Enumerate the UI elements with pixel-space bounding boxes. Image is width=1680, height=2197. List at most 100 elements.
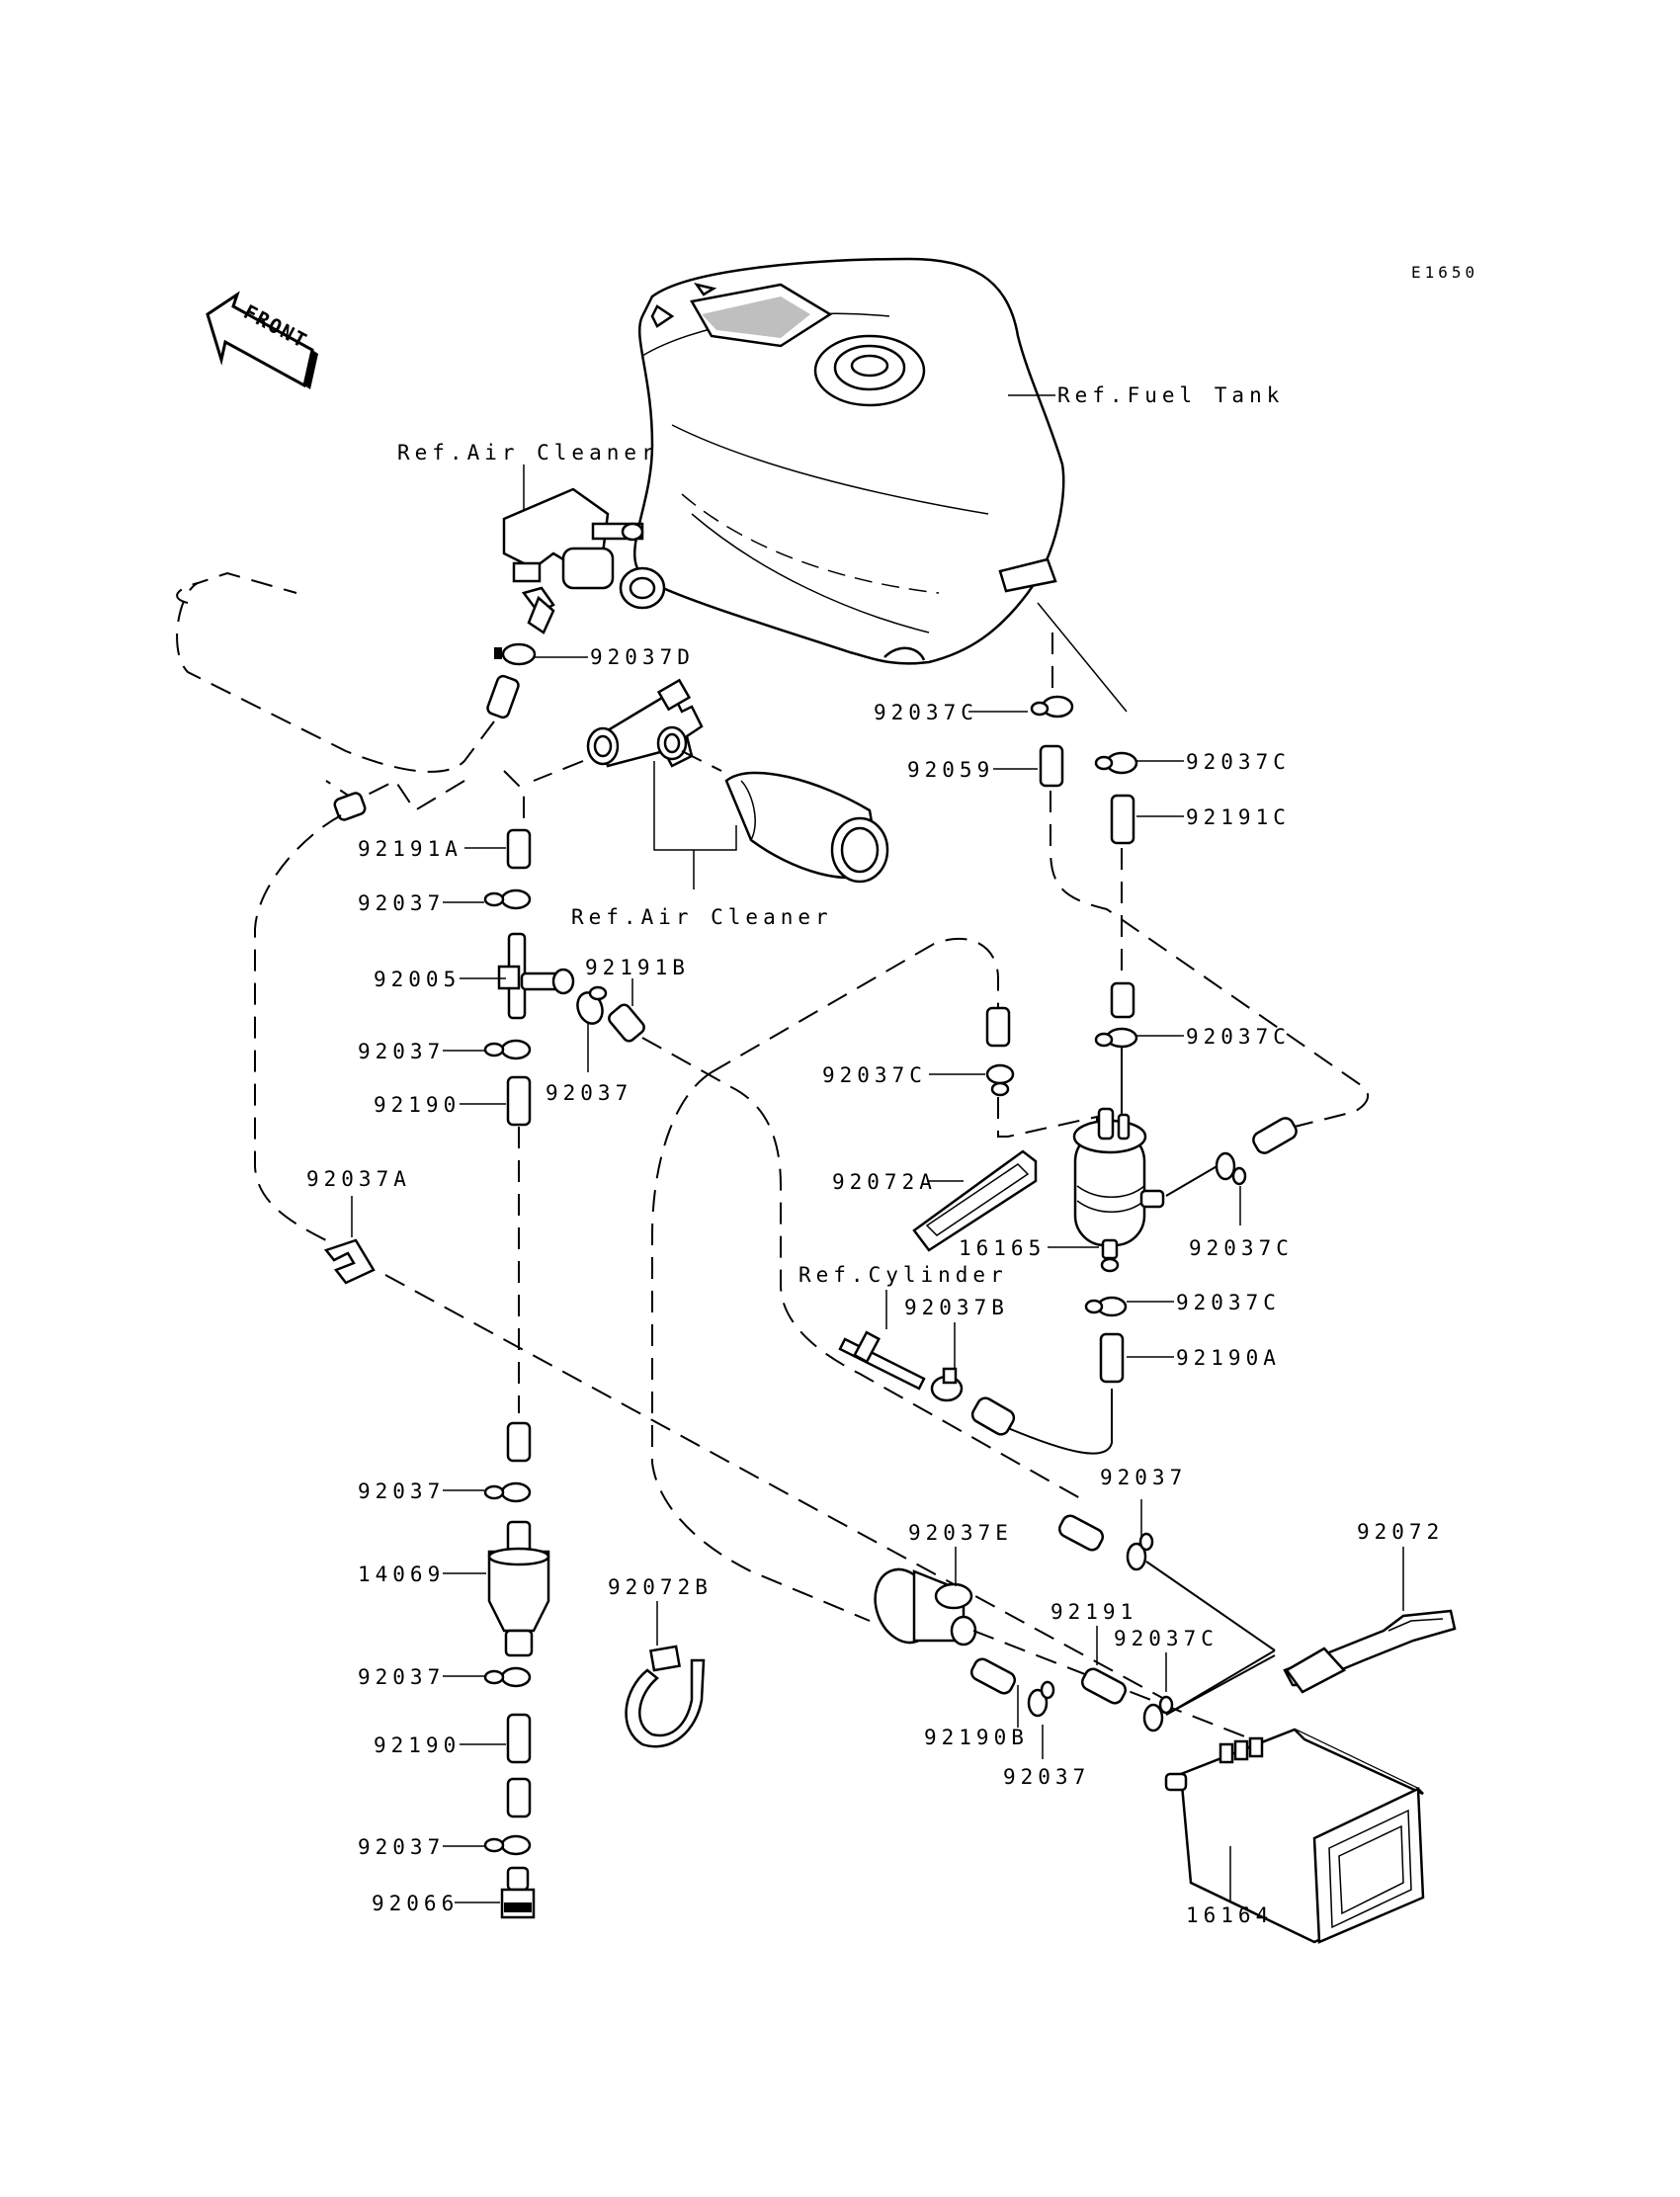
callout-92037B: 92037B <box>904 1296 1009 1319</box>
hose-vent-right <box>1050 791 1370 1128</box>
valve-92037E <box>874 1567 977 1647</box>
hose-92191 <box>1080 1667 1128 1705</box>
bracket-92072 <box>1283 1609 1457 1694</box>
tee-fitting-92005 <box>497 932 575 1020</box>
callout-92037C-b: 92037C <box>1186 750 1291 774</box>
ref-fuel-tank-label: Ref.Fuel Tank <box>1057 383 1284 407</box>
fuel-filter-14069 <box>487 1520 550 1657</box>
clamp-92037B <box>930 1367 964 1402</box>
hose-92059 <box>1039 744 1064 788</box>
callout-92190-b: 92190 <box>374 1733 461 1757</box>
canister-16164 <box>1164 1728 1425 1944</box>
hose-u-right <box>641 1037 1088 1503</box>
callout-92037-b: 92037 <box>358 1040 445 1063</box>
hose-left-bottom <box>506 1777 532 1818</box>
fitting-92066 <box>500 1866 536 1919</box>
hose-short-top <box>486 674 520 719</box>
hose-92191B <box>608 1003 645 1043</box>
t-joint-air <box>586 678 704 768</box>
clamp-92037-h <box>483 1834 532 1856</box>
callout-92037C-g: 92037C <box>1114 1627 1218 1650</box>
callout-92190-a: 92190 <box>374 1093 461 1117</box>
ref-air-cleaner-mid-label: Ref.Air Cleaner <box>571 905 833 929</box>
callout-14069: 14069 <box>358 1563 445 1586</box>
callout-92191: 92191 <box>1050 1600 1137 1624</box>
callout-92037C-f: 92037C <box>1176 1291 1281 1314</box>
clamp-92037-c <box>576 985 608 1025</box>
hose-zigzag <box>325 779 465 812</box>
callout-92059: 92059 <box>907 758 994 782</box>
hose-92190B <box>969 1657 1017 1695</box>
callout-16164: 16164 <box>1186 1903 1273 1927</box>
callout-92037C-d: 92037C <box>822 1063 927 1087</box>
front-arrow-icon: FRONT <box>206 291 318 389</box>
air-valve-assembly <box>502 487 666 634</box>
hose-92037C-upper <box>985 1006 1011 1048</box>
callout-92037-f: 92037 <box>1100 1466 1187 1489</box>
hose-u-left <box>651 1071 871 1622</box>
callout-16165: 16165 <box>959 1236 1046 1260</box>
callout-92005: 92005 <box>374 968 461 991</box>
callout-92037-e: 92037 <box>358 1665 445 1689</box>
hose-left-vertical <box>254 814 342 1246</box>
callout-92066: 92066 <box>372 1892 459 1915</box>
bracket-92072A <box>912 1149 1038 1252</box>
clamp-92037C-d <box>985 1063 1015 1097</box>
clamp-92037-b <box>483 1039 532 1060</box>
callout-92037C-e: 92037C <box>1189 1236 1294 1260</box>
hose-92191A <box>506 828 532 870</box>
callout-92037E: 92037E <box>908 1521 1013 1545</box>
hose-left-lower <box>506 1421 532 1463</box>
clamp-92037-a <box>483 888 532 910</box>
callout-92190B: 92190B <box>924 1726 1029 1749</box>
callout-92072: 92072 <box>1357 1520 1444 1544</box>
callout-92191C: 92191C <box>1186 805 1291 829</box>
clamp-92037C-c <box>1094 1027 1138 1049</box>
callout-92037-d: 92037 <box>358 1479 445 1503</box>
callout-92037-a: 92037 <box>358 891 445 915</box>
clamp-92037-e <box>483 1666 532 1688</box>
callout-92037C-c: 92037C <box>1186 1025 1291 1049</box>
hose-loop-left <box>176 571 495 773</box>
callout-92037A: 92037A <box>306 1167 411 1191</box>
callout-92072A: 92072A <box>832 1170 937 1194</box>
strap-92072B <box>625 1645 706 1748</box>
hose-piece-left <box>333 792 367 821</box>
ref-cylinder-label: Ref.Cylinder <box>798 1263 1008 1287</box>
clamp-92037C-f <box>1084 1296 1128 1317</box>
clamp-92037C-g <box>1142 1695 1174 1732</box>
hose-92037-pipe <box>1057 1514 1105 1552</box>
hose-92190A <box>1099 1332 1125 1384</box>
hose-92191C <box>1110 794 1135 845</box>
hose-pump-right <box>1252 1117 1298 1154</box>
fuel-pump-16165 <box>1072 1107 1165 1273</box>
clamp-92037C-a <box>1030 695 1074 718</box>
callout-92191A: 92191A <box>358 837 462 861</box>
clamp-92037D <box>494 642 537 666</box>
leader-air-cleaner-mid <box>653 761 737 851</box>
ref-air-cleaner-top-label: Ref.Air Cleaner <box>397 441 659 465</box>
clamp-92037A <box>323 1238 376 1285</box>
clamp-92037C-b <box>1094 751 1138 775</box>
hose-diagonal-main <box>384 1274 1167 1701</box>
callout-92072B: 92072B <box>608 1575 713 1599</box>
callout-92037-h: 92037 <box>358 1835 445 1859</box>
clamp-92037-d <box>483 1481 532 1503</box>
fuel-tank <box>633 257 1065 665</box>
hose-92190-a <box>506 1075 532 1127</box>
callout-92037-g: 92037 <box>1003 1765 1090 1789</box>
clamp-92037C-e <box>1215 1151 1247 1186</box>
hose-92191C-lower <box>1110 981 1135 1019</box>
callout-92191B: 92191B <box>585 956 690 979</box>
callout-92037-c: 92037 <box>546 1081 632 1105</box>
hose-92190-b <box>506 1713 532 1764</box>
callout-92037C-a: 92037C <box>874 701 978 724</box>
callout-92037D: 92037D <box>590 645 695 669</box>
callout-92190A: 92190A <box>1176 1346 1281 1370</box>
hose-cylinder <box>970 1396 1016 1436</box>
clamp-92037-f <box>1126 1532 1154 1571</box>
diagram-code: E1650 <box>1411 263 1478 282</box>
air-cleaner-duct <box>724 771 889 884</box>
clamp-92037-g <box>1027 1680 1055 1718</box>
